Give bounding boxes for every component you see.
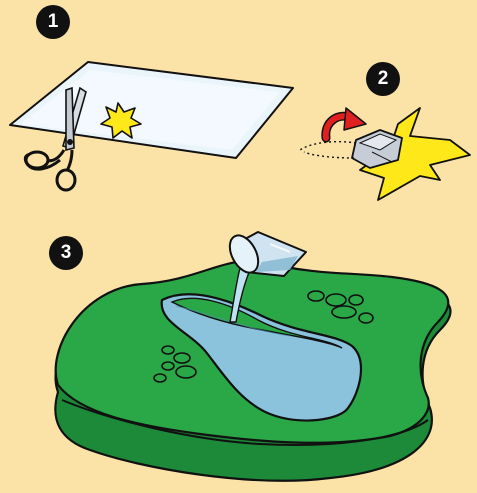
paper-sheet	[10, 62, 293, 158]
curved-arrow-icon	[326, 108, 366, 138]
